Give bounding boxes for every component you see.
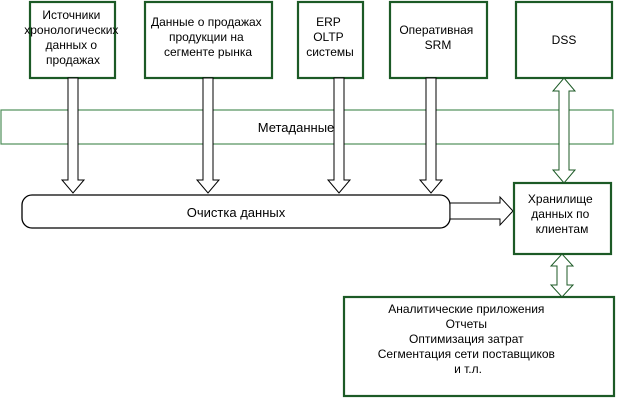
- dss-label: DSS: [552, 33, 577, 47]
- source-label-market: Данные о продажах продукции на сегменте …: [151, 15, 265, 59]
- arrow-market-to-cleaning: [195, 77, 221, 194]
- data-cleaning-label: Очистка данных: [187, 205, 286, 220]
- source-label-srm: Оперативная SRM: [399, 23, 476, 52]
- source-label-history: Источники хронологических данных о прода…: [24, 8, 122, 67]
- arrow-history-to-cleaning: [60, 77, 86, 194]
- source-box-history: [28, 0, 117, 80]
- metadata-band: [0, 109, 614, 145]
- source-box-srm: [388, 0, 489, 80]
- source-box-market: [143, 0, 274, 80]
- arrow-warehouse-applications: [549, 253, 575, 298]
- source-label-erp: ERP OLTP системы: [306, 15, 354, 59]
- arrow-srm-to-cleaning: [418, 77, 444, 194]
- arrow-cleaning-to-warehouse: [449, 195, 514, 227]
- applications-label: Аналитические приложения Отчеты Оптимиза…: [378, 302, 558, 376]
- source-box-erp: [296, 0, 365, 80]
- metadata-label: Метаданные: [258, 120, 335, 135]
- applications-box: [342, 295, 616, 398]
- warehouse-label: Хранилище данных по клиентам: [528, 192, 596, 236]
- arrow-erp-to-cleaning: [326, 77, 352, 194]
